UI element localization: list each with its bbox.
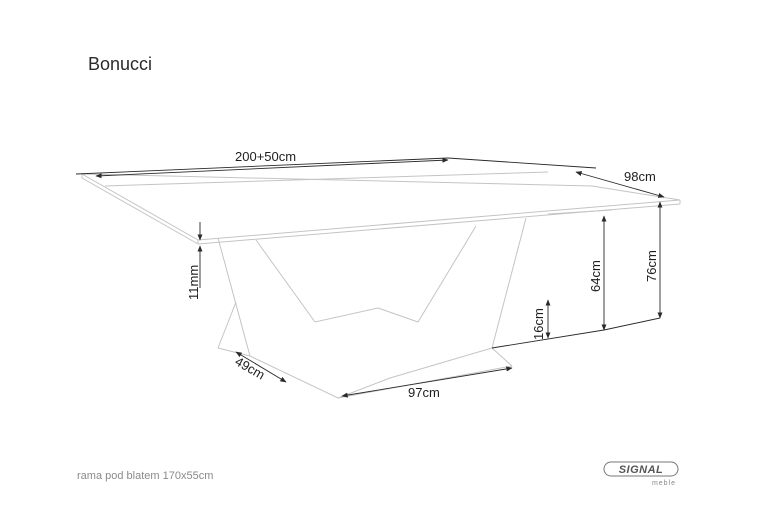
dimension-total-height: 76cm (603, 201, 663, 331)
extension-seam (104, 171, 549, 187)
logo-frame (603, 461, 679, 477)
thickness-label: 11mm (186, 265, 201, 300)
dimension-base-height: 16cm (531, 299, 551, 340)
signal-logo: SIGNAL meble (603, 461, 679, 487)
base-inner (255, 225, 477, 323)
dimension-base-depth: 49cm (233, 351, 287, 383)
base-length-label: 97cm (408, 385, 440, 400)
logo-sub: meble (652, 480, 676, 487)
product-title: Bonucci (88, 54, 153, 74)
base-depth-label: 49cm (233, 354, 268, 383)
dimension-width: 98cm (575, 169, 665, 198)
length-label: 200+50cm (235, 149, 296, 164)
dimension-length: 200+50cm (75, 149, 597, 179)
frame-height-label: 64cm (588, 260, 603, 292)
width-label: 98cm (624, 169, 656, 184)
logo-name: SIGNAL (619, 464, 664, 476)
table-top (81, 171, 681, 245)
dimension-thickness: 11mm (186, 222, 203, 300)
dimension-frame-height: 64cm (491, 215, 607, 349)
frame-note: rama pod blatem 170x55cm (77, 470, 214, 482)
total-height-label: 76cm (644, 250, 659, 282)
base-height-label: 16cm (531, 308, 546, 340)
dimension-base-length: 97cm (341, 366, 513, 400)
